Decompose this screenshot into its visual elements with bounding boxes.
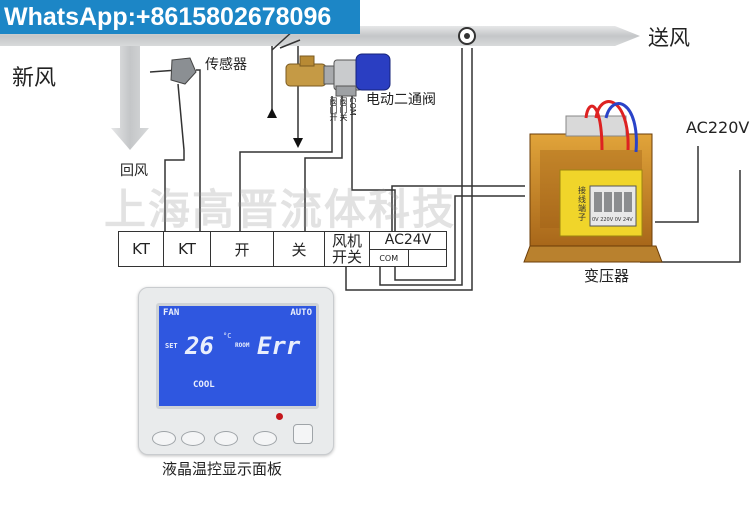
- terminal-kt-1: KT: [118, 231, 164, 267]
- lcd-screen: FAN AUTO SET 26 °C ROOM Err COOL: [156, 303, 319, 409]
- terminal-close: 关: [273, 231, 325, 267]
- watermark: 上海高晋流体科技: [104, 185, 457, 234]
- panel-button-1[interactable]: [152, 431, 176, 446]
- valve-close-label: 阀门关: [339, 97, 348, 121]
- power-led-icon: [276, 413, 283, 420]
- terminal-fan-switch: 风机开关: [324, 231, 370, 267]
- panel-button-2[interactable]: [181, 431, 205, 446]
- panel-button-power[interactable]: [293, 424, 313, 444]
- return-duct: [111, 46, 149, 150]
- transformer-pins: 0V 220V 0V 24V: [592, 217, 633, 223]
- terminal-ac24v: AC24V COM: [369, 231, 447, 267]
- lcd-auto: AUTO: [290, 308, 312, 318]
- lcd-err: Err: [257, 332, 301, 360]
- lcd-temp: 26: [185, 332, 214, 360]
- lcd-set: SET: [165, 342, 178, 350]
- return-air-label: 回风: [120, 163, 148, 179]
- lcd-fan: FAN: [163, 308, 180, 318]
- transformer-label: 变压器: [584, 267, 630, 285]
- supply-air-label: 送风: [648, 26, 690, 50]
- valve-label: 电动二通阀: [366, 92, 436, 108]
- valve-open-label: 阀门开: [329, 97, 338, 121]
- whatsapp-banner: WhatsApp:+8615802678096: [0, 0, 360, 34]
- ac220-label: AC220V: [686, 118, 750, 137]
- panel-caption: 液晶温控显示面板: [162, 460, 283, 478]
- fresh-air-label: 新风: [12, 66, 57, 91]
- lcd-room: ROOM: [235, 342, 250, 349]
- panel-button-3[interactable]: [214, 431, 238, 446]
- terminal-kt-2: KT: [163, 231, 211, 267]
- lcd-unit: °C: [223, 332, 232, 340]
- terminal-open: 开: [210, 231, 274, 267]
- transformer-plate: 接线端子: [578, 186, 586, 222]
- lcd-cool: COOL: [193, 380, 215, 390]
- ac24-com: COM: [370, 250, 409, 267]
- panel-button-4[interactable]: [253, 431, 277, 446]
- valve-com-label: COM: [348, 97, 357, 116]
- sensor-label: 传感器: [205, 57, 247, 73]
